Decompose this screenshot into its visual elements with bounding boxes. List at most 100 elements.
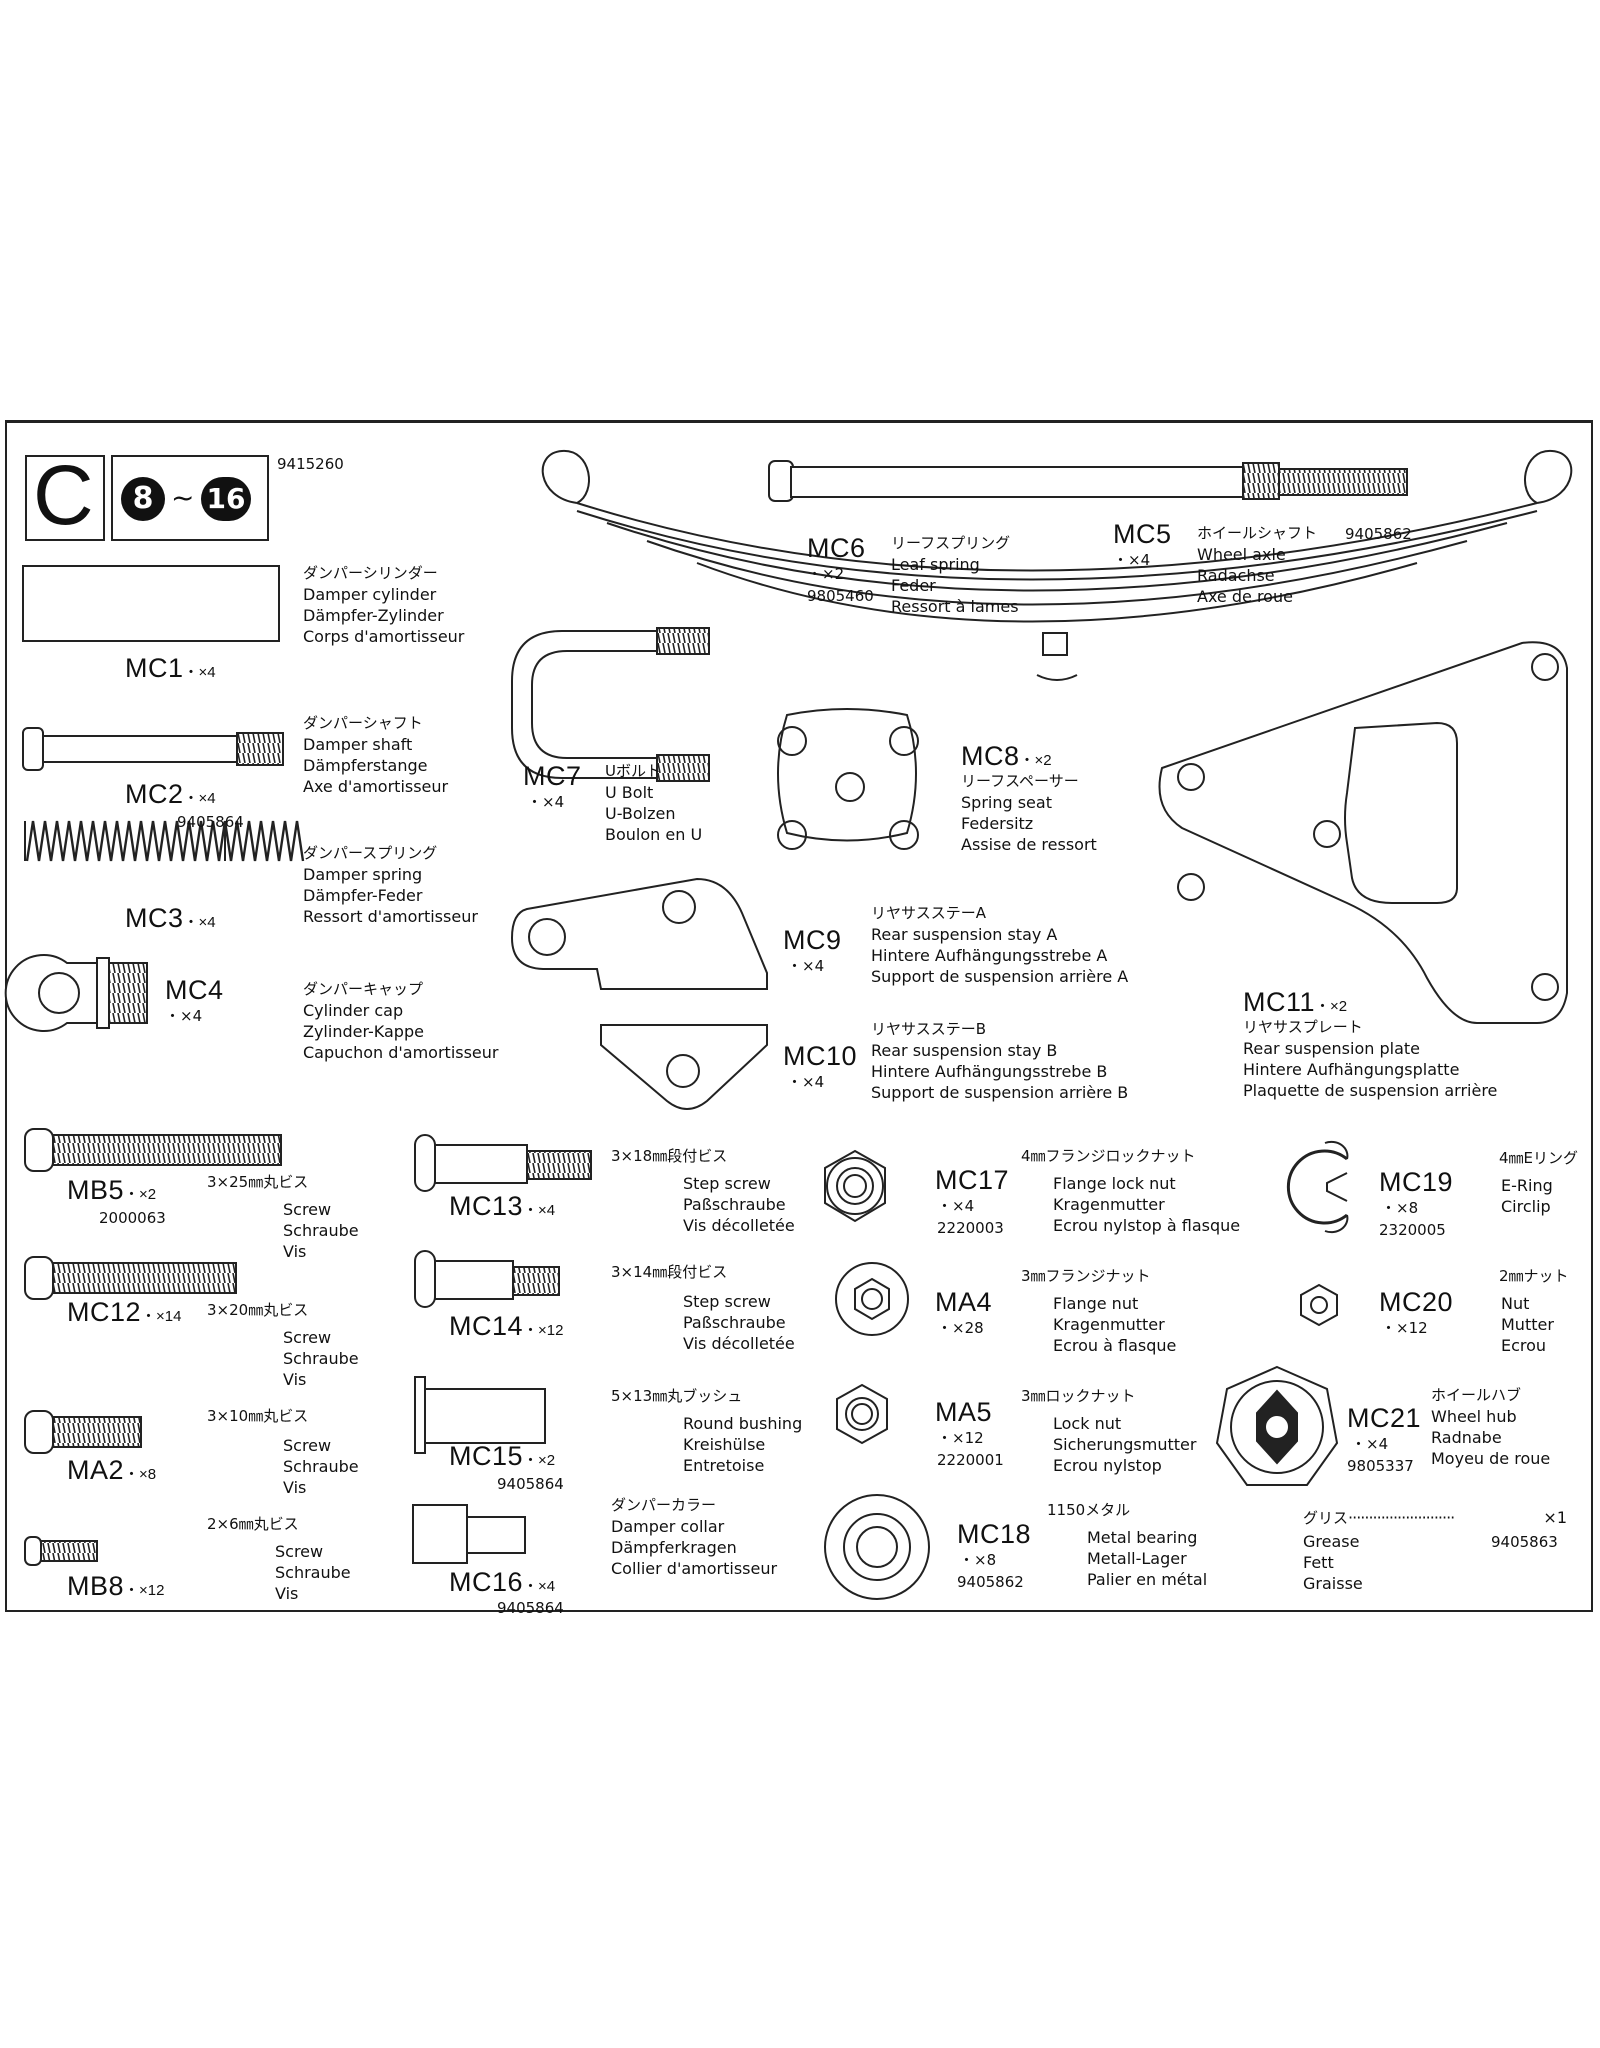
- mc18-label: MC18: [957, 1519, 1032, 1549]
- mc21-label: MC21: [1347, 1403, 1422, 1433]
- mb8-size: 2×6㎜丸ビス: [207, 1515, 299, 1533]
- mb5-size: 3×25㎜丸ビス: [207, 1173, 309, 1191]
- mc1-damper-cylinder-drawing: [22, 565, 280, 642]
- mc8-spring-seat-drawing: [777, 708, 919, 850]
- mc2-damper-shaft-drawing: [22, 727, 284, 771]
- mc14-label: MC14・×12: [449, 1311, 564, 1341]
- mc1-label: MC1・×4: [125, 653, 216, 683]
- mc5-wheel-axle-drawing: [768, 460, 1408, 502]
- mc18-size: 1150メタル: [1047, 1501, 1131, 1519]
- mc15-number: 9405864: [497, 1475, 564, 1493]
- mb8-label: MB8・×12: [67, 1571, 165, 1601]
- ma5-number: 2220001: [937, 1451, 1004, 1469]
- mc17-number: 2220003: [937, 1219, 1004, 1237]
- mc14-size: 3×14㎜段付ビス: [611, 1263, 728, 1281]
- mc5-number: 9405862: [1345, 525, 1412, 543]
- mc11-suspension-plate-drawing: [1158, 641, 1568, 1024]
- ma5-qty: ・×12: [937, 1429, 984, 1447]
- mc13-size: 3×18㎜段付ビス: [611, 1147, 728, 1165]
- mc5-qty: ・×4: [1113, 551, 1151, 569]
- mc18-metal-bearing-drawing: [824, 1494, 930, 1600]
- mc10-suspension-stay-b-drawing: [600, 1024, 768, 1110]
- ma5-size: 3㎜ロックナット: [1021, 1387, 1136, 1405]
- mc4-label: MC4: [165, 975, 224, 1005]
- mc17-qty: ・×4: [937, 1197, 975, 1215]
- grease-header: グリス··························×1: [1303, 1508, 1567, 1527]
- mb8-screw-drawing: [24, 1536, 98, 1566]
- mc12-screw-drawing: [24, 1256, 237, 1300]
- mc12-label: MC12・×14: [67, 1297, 182, 1327]
- mc19-e-ring-drawing: [1286, 1140, 1349, 1234]
- mc17-label: MC17: [935, 1165, 1010, 1195]
- mc16-label: MC16・×4: [449, 1567, 556, 1597]
- mc7-label: MC7: [523, 761, 582, 791]
- mc19-label: MC19: [1379, 1167, 1454, 1197]
- ma2-size: 3×10㎜丸ビス: [207, 1407, 309, 1425]
- bag-number: 9415260: [277, 455, 344, 473]
- section-letter: C: [33, 448, 94, 542]
- mc21-wheel-hub-drawing: [1215, 1365, 1339, 1486]
- mc18-qty: ・×8: [959, 1551, 997, 1569]
- mc4-cylinder-cap-drawing: [4, 954, 148, 1032]
- mc18-number: 9405862: [957, 1573, 1024, 1591]
- section-letter-box: C: [25, 448, 105, 542]
- mc15-label: MC15・×2: [449, 1441, 556, 1471]
- mc20-nut-drawing: [1300, 1283, 1338, 1327]
- step-range-box: 8 ~ 16: [111, 455, 269, 541]
- mc16-damper-collar-drawing: [412, 1504, 526, 1564]
- mc14-step-screw-drawing: [414, 1250, 560, 1308]
- mc11-label: MC11・×2: [1243, 987, 1348, 1017]
- mc21-qty: ・×4: [1351, 1435, 1389, 1453]
- mc21-number: 9805337: [1347, 1457, 1414, 1475]
- step-separator: ~: [171, 481, 195, 514]
- mc6-qty: ・×2: [807, 565, 845, 583]
- mc6-leaf-spring-drawing: [541, 449, 1573, 681]
- mc9-qty: ・×4: [787, 957, 825, 975]
- mc5-label: MC5: [1113, 519, 1172, 549]
- mc2-number: 9405864: [177, 813, 244, 831]
- mb5-label: MB5・×2: [67, 1175, 157, 1205]
- mb5-number: 2000063: [99, 1209, 166, 1227]
- mc6-label: MC6: [807, 533, 866, 563]
- mc7-qty: ・×4: [527, 793, 565, 811]
- mc10-qty: ・×4: [787, 1073, 825, 1091]
- ma5-label: MA5: [935, 1397, 993, 1427]
- step-from-badge: 8: [121, 477, 165, 521]
- mc16-number: 9405864: [497, 1599, 564, 1617]
- mc3-label: MC3・×4: [125, 903, 216, 933]
- mc9-suspension-stay-a-drawing: [510, 877, 768, 990]
- mc12-size: 3×20㎜丸ビス: [207, 1301, 309, 1319]
- mc10-label: MC10: [783, 1041, 858, 1071]
- mc20-size: 2㎜ナット: [1499, 1267, 1569, 1285]
- mc8-label: MC8・×2: [961, 741, 1052, 771]
- mc4-qty: ・×4: [165, 1007, 203, 1025]
- mc3-damper-spring-drawing: [24, 820, 305, 862]
- mc9-label: MC9: [783, 925, 842, 955]
- mc19-size: 4㎜Eリング: [1499, 1149, 1579, 1167]
- grease-number: 9405863: [1491, 1533, 1558, 1551]
- ma4-flange-nut-drawing: [835, 1262, 909, 1336]
